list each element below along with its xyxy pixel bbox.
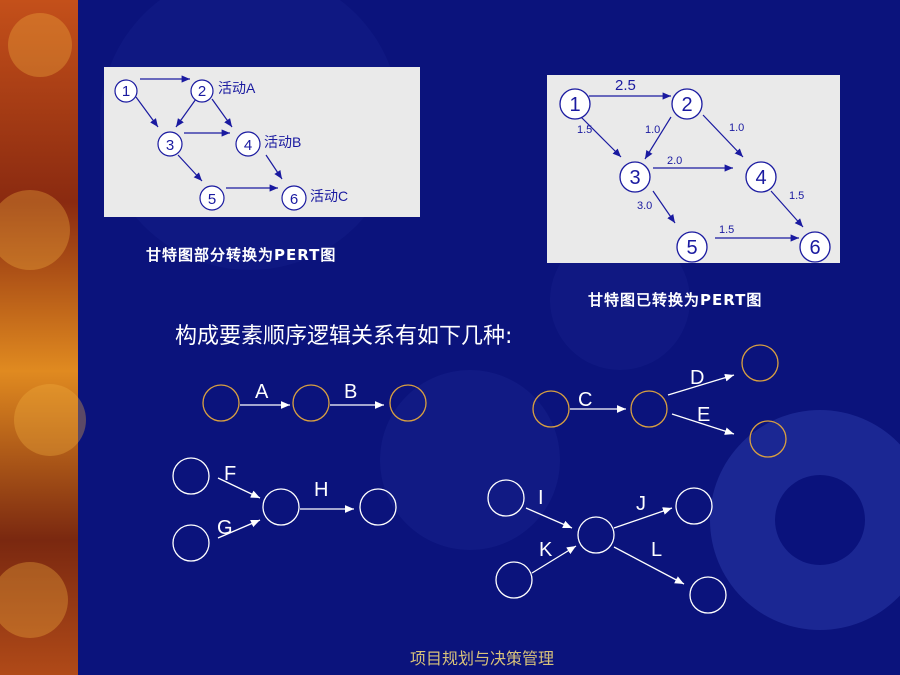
pert-node bbox=[676, 231, 708, 263]
edge-weight: 1.5 bbox=[719, 224, 734, 236]
node-label: 6 bbox=[809, 237, 820, 259]
left-caption: 甘特图部分转换为PERT图 bbox=[146, 246, 337, 264]
node-label: 2 bbox=[198, 83, 206, 100]
node-label: 4 bbox=[755, 167, 766, 189]
pert-node bbox=[190, 79, 214, 103]
edge-weight: 1.0 bbox=[645, 124, 660, 136]
activity-letter: E bbox=[697, 404, 710, 426]
event-node bbox=[577, 516, 615, 554]
edge-weight: 2.5 bbox=[615, 77, 636, 94]
relations-heading: 构成要素顺序逻辑关系有如下几种: bbox=[175, 324, 513, 349]
activity-letter: G bbox=[217, 517, 233, 539]
event-node bbox=[202, 384, 240, 422]
activity-letter: B bbox=[344, 381, 357, 403]
pert-node bbox=[799, 231, 831, 263]
node-label: 3 bbox=[166, 137, 174, 154]
pert-node bbox=[199, 185, 225, 211]
event-node bbox=[689, 576, 727, 614]
event-node bbox=[172, 457, 210, 495]
event-node bbox=[741, 344, 779, 382]
pert-node bbox=[157, 131, 183, 157]
activity-letter: F bbox=[224, 463, 236, 485]
event-node bbox=[487, 479, 525, 517]
pert-node bbox=[114, 79, 138, 103]
event-node bbox=[749, 420, 787, 458]
edge-weight: 2.0 bbox=[667, 155, 682, 167]
activity-letter: J bbox=[636, 493, 646, 515]
node-label: 4 bbox=[244, 137, 252, 154]
node-label: 1 bbox=[122, 83, 130, 100]
activity-letter: L bbox=[651, 539, 662, 561]
pert-node bbox=[281, 185, 307, 211]
edge-weight: 1.0 bbox=[729, 122, 744, 134]
activity-letter: I bbox=[538, 487, 544, 509]
event-node bbox=[389, 384, 427, 422]
event-node bbox=[359, 488, 397, 526]
activity-letter: C bbox=[578, 389, 592, 411]
node-label: 6 bbox=[290, 191, 298, 208]
event-node bbox=[262, 488, 300, 526]
activity-letter: K bbox=[539, 539, 553, 561]
activity-label: 活动C bbox=[310, 188, 348, 204]
node-label: 3 bbox=[629, 167, 640, 189]
footer-title: 项目规划与决策管理 bbox=[410, 649, 555, 668]
node-label: 5 bbox=[686, 237, 697, 259]
pert-node bbox=[745, 161, 777, 193]
pert-node bbox=[559, 88, 591, 120]
event-node bbox=[172, 524, 210, 562]
right-caption: 甘特图已转换为PERT图 bbox=[588, 291, 763, 309]
event-node bbox=[675, 487, 713, 525]
gantt-partial-panel: 1 2 3 4 5 6 活动A 活动B 活动C bbox=[104, 67, 420, 217]
activity-letter: A bbox=[255, 381, 269, 403]
edge-weight: 1.5 bbox=[789, 190, 804, 202]
activity-letter: H bbox=[314, 479, 328, 501]
node-label: 2 bbox=[681, 94, 692, 116]
event-node bbox=[630, 390, 668, 428]
activity-label: 活动B bbox=[264, 134, 301, 150]
edge-weight: 3.0 bbox=[637, 200, 652, 212]
pert-node bbox=[619, 161, 651, 193]
pert-converted-panel: 1 2 3 4 5 6 2.5 1.5 1.0 1.0 2.0 3.0 1.5 … bbox=[547, 75, 840, 263]
pert-node bbox=[235, 131, 261, 157]
pert-node bbox=[671, 88, 703, 120]
event-node bbox=[495, 561, 533, 599]
edge-weight: 1.5 bbox=[577, 124, 592, 136]
event-node bbox=[532, 390, 570, 428]
left-strip bbox=[0, 0, 78, 675]
node-label: 5 bbox=[208, 191, 216, 208]
node-label: 1 bbox=[569, 94, 580, 116]
activity-label: 活动A bbox=[218, 80, 256, 96]
activity-letter: D bbox=[690, 367, 704, 389]
event-node bbox=[292, 384, 330, 422]
